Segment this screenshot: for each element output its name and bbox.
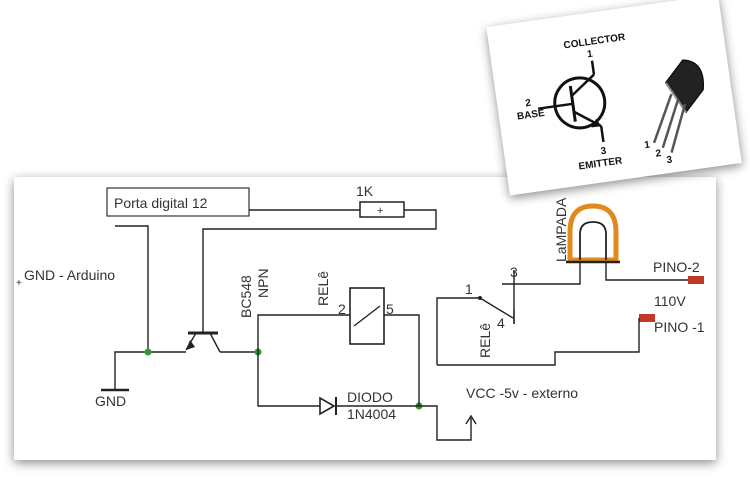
transistor-inset-card: COLLECTOR 1 2 BASE 3 EMITTER 1 2 3 (486, 0, 742, 196)
resistor-plus-mark: + (377, 205, 383, 217)
porta-digital-label: Porta digital 12 (114, 195, 208, 211)
transistor-icon (185, 331, 221, 353)
pino2-label: PINO-2 (653, 259, 700, 275)
base-label: BASE (516, 108, 545, 123)
relay-pin2-label: 2 (338, 301, 346, 317)
diode-name-label: DIODO (347, 389, 393, 405)
switch-pin4-label: 4 (497, 315, 505, 331)
transistor-package-icon (652, 59, 704, 153)
vcc-arrow-icon (465, 414, 477, 425)
relay-coil-diagonal (353, 305, 381, 327)
transistor-inset-svg: COLLECTOR 1 2 BASE 3 EMITTER 1 2 3 (516, 32, 704, 173)
transistor-symbol-icon (537, 60, 607, 143)
cross-mark: + (16, 278, 22, 289)
package-pin3-label: 3 (666, 155, 673, 167)
transistor-model-label: BC548 (238, 275, 254, 318)
wire-resistor-to-base (202, 209, 437, 332)
wire-to-diode (257, 352, 320, 407)
porta-digital-box (106, 187, 250, 217)
gnd-arduino-label: GND - Arduino (24, 267, 115, 283)
pino2-terminal-icon (688, 276, 704, 284)
transistor-type-label: NPN (255, 268, 271, 298)
wire-switch-to-lamp (513, 260, 581, 285)
relay-switch-label: RELê (477, 323, 493, 358)
ground-label: GND (95, 393, 126, 409)
lamp-label: LaMPADA (553, 197, 569, 262)
vcc-label: VCC -5v - externo (466, 385, 578, 401)
package-pin2-label: 2 (655, 148, 662, 160)
package-pin1-label: 1 (644, 139, 651, 151)
base-pin-label: 2 (525, 98, 532, 110)
switch-pin1-label: 1 (465, 281, 473, 297)
diode-icon (319, 396, 337, 416)
wire-relay-to-vcc (384, 314, 420, 406)
voltage-label: 110V (654, 293, 686, 309)
lamp-icon (566, 203, 620, 264)
relay-pin5-label: 5 (386, 301, 394, 317)
pino1-terminal-icon (639, 314, 655, 322)
resistor-label: 1K (356, 183, 374, 199)
wire-gnd-arduino (115, 225, 149, 352)
wire-to-relay-coil (257, 314, 350, 352)
collector-pin-label: 1 (586, 49, 593, 61)
wire-lamp-to-pino2 (605, 262, 688, 281)
wire-to-ground (114, 351, 148, 390)
node-gnd (144, 348, 152, 356)
emitter-pin-label: 3 (600, 146, 607, 158)
diode-model-label: 1N4004 (347, 406, 396, 422)
relay-coil-label: RELê (315, 271, 331, 306)
pino1-label: PINO -1 (654, 319, 705, 335)
wire-vcc (419, 405, 472, 441)
wire-pino1-to-switch (437, 318, 640, 366)
